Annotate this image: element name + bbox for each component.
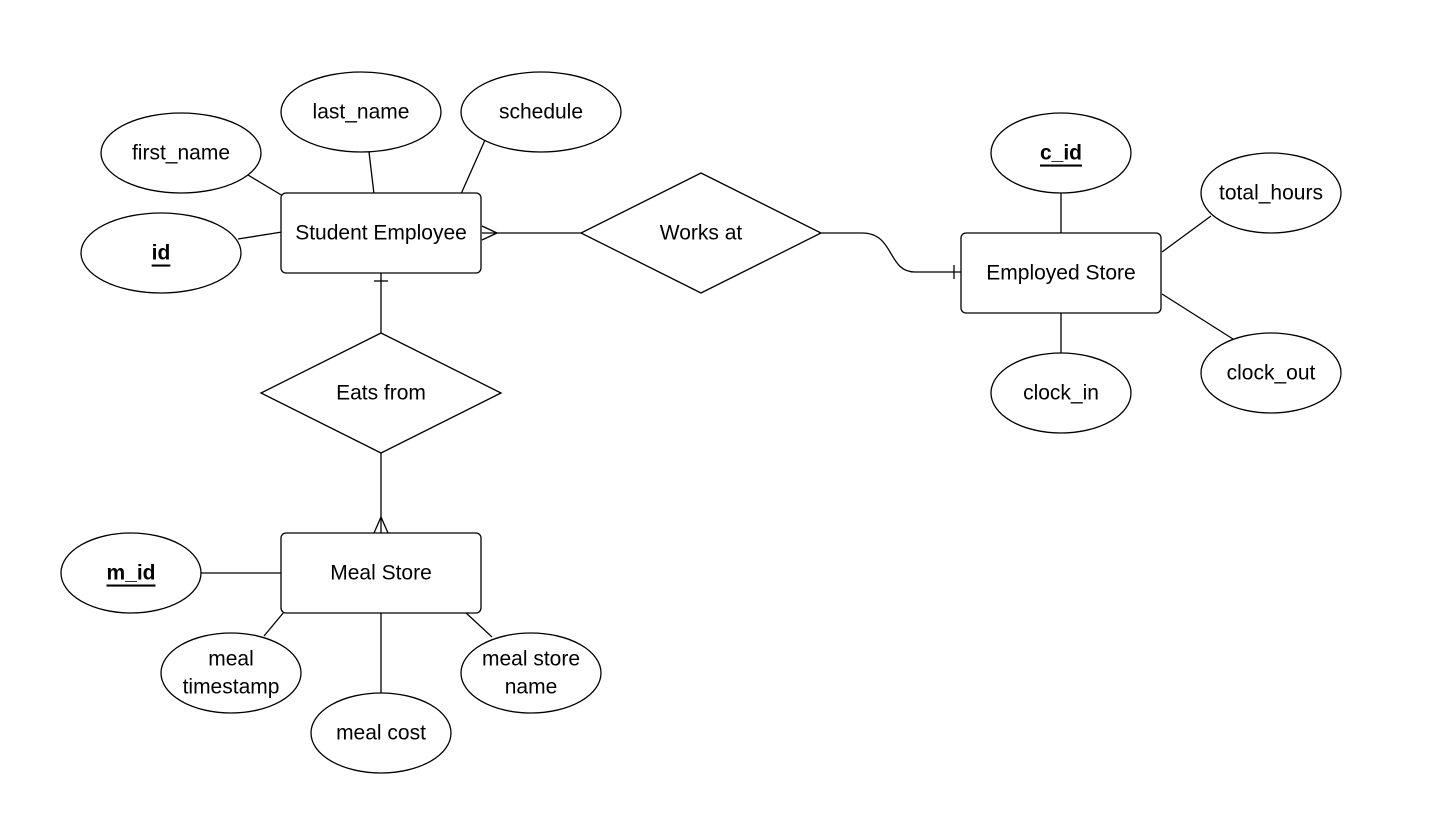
- attribute-meal-store-name[interactable]: meal store name: [460, 632, 602, 714]
- primary-key-label: id: [152, 242, 171, 265]
- entity-employed-store[interactable]: Employed Store: [960, 232, 1162, 314]
- attribute-label-line2: name: [505, 676, 558, 699]
- attribute-label: schedule: [499, 101, 583, 124]
- edge-schedule: [460, 139, 486, 195]
- attribute-label: clock_out: [1227, 362, 1316, 385]
- crowfoot-student-works-at-lower: [481, 232, 498, 241]
- entity-label: Employed Store: [986, 262, 1135, 285]
- attribute-clock-out[interactable]: clock_out: [1200, 332, 1342, 414]
- entity-student-employee[interactable]: Student Employee: [280, 192, 482, 274]
- attribute-total-hours[interactable]: total_hours: [1200, 152, 1342, 234]
- primary-key-label: c_id: [1040, 142, 1082, 165]
- edge-last-name: [368, 151, 375, 195]
- edge-first-name: [247, 174, 284, 197]
- attribute-label: meal cost: [336, 722, 426, 745]
- attribute-label-line2: timestamp: [183, 676, 280, 699]
- attribute-m-id[interactable]: m_id: [60, 532, 202, 614]
- attribute-label-line1: meal store: [482, 648, 580, 671]
- attribute-clock-in[interactable]: clock_in: [990, 352, 1132, 434]
- crowfoot-student-works-at-upper: [481, 225, 498, 234]
- attribute-last-name[interactable]: last_name: [280, 71, 442, 153]
- edge-total-hours: [1161, 215, 1212, 253]
- edge-meal-timestamp: [263, 611, 285, 637]
- attribute-id[interactable]: id: [80, 212, 242, 294]
- crowfoot-meal-store-left: [373, 516, 382, 534]
- entity-meal-store[interactable]: Meal Store: [280, 532, 482, 614]
- primary-key-label: m_id: [106, 562, 155, 585]
- attribute-first-name[interactable]: first_name: [100, 112, 262, 194]
- attribute-meal-timestamp[interactable]: meal timestamp: [160, 632, 302, 714]
- relationship-label: Eats from: [336, 382, 426, 405]
- relationship-eats-from[interactable]: Eats from: [259, 332, 503, 454]
- edge-works-at-employed-store: [821, 232, 962, 273]
- entity-label: Student Employee: [295, 222, 467, 245]
- attribute-label: clock_in: [1023, 382, 1099, 405]
- relationship-works-at[interactable]: Works at: [579, 172, 823, 294]
- crowfoot-meal-store-right: [380, 516, 389, 534]
- edge-id: [237, 231, 283, 240]
- attribute-c-id[interactable]: c_id: [990, 112, 1132, 194]
- relationship-label: Works at: [660, 222, 743, 245]
- entity-label: Meal Store: [330, 562, 432, 585]
- attribute-schedule[interactable]: schedule: [460, 71, 622, 153]
- attribute-label: total_hours: [1219, 182, 1323, 205]
- edge-clock-out: [1161, 293, 1234, 340]
- attribute-label-line1: meal: [208, 648, 254, 671]
- attribute-label: last_name: [313, 101, 410, 124]
- edge-meal-store-name: [464, 611, 493, 638]
- attribute-meal-cost[interactable]: meal cost: [310, 692, 452, 774]
- connectors: [201, 139, 1234, 693]
- attribute-label: first_name: [132, 142, 230, 165]
